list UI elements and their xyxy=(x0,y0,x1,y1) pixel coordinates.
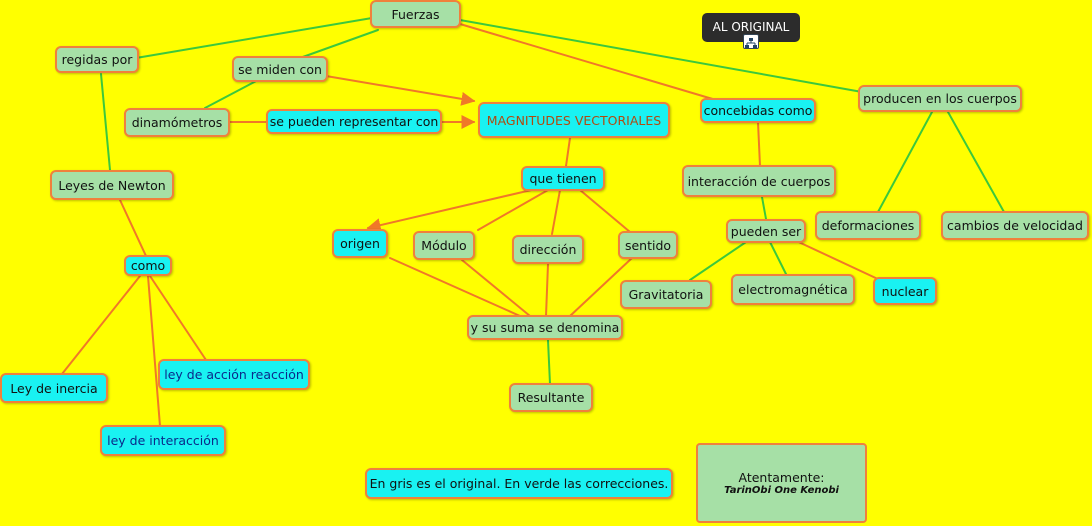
node-como[interactable]: como xyxy=(124,255,172,276)
link-concebidas-interaccion xyxy=(757,121,761,167)
node-se-pueden-representar[interactable]: se pueden representar con xyxy=(266,109,442,134)
node-resultante[interactable]: Resultante xyxy=(509,383,593,412)
link-direccion-suma xyxy=(545,263,549,317)
network-map-icon[interactable] xyxy=(743,34,759,49)
link-como-inercia xyxy=(61,275,141,375)
al-original-label: AL ORIGINAL xyxy=(712,19,790,34)
link-quetienen-modulo xyxy=(477,189,549,231)
node-ley-inercia[interactable]: Ley de inercia xyxy=(0,373,108,403)
node-nuclear[interactable]: nuclear xyxy=(873,277,937,305)
link-como-interaccion xyxy=(147,275,161,427)
link-quetienen-sentido xyxy=(579,189,631,233)
node-ley-interaccion[interactable]: ley de interacción xyxy=(100,425,226,456)
link-quetienen-origen xyxy=(366,187,541,232)
node-pueden-ser[interactable]: pueden ser xyxy=(726,219,806,243)
node-ley-accion-reaccion[interactable]: ley de acción reacción xyxy=(158,359,310,390)
note-correcciones: En gris es el original. En verde las cor… xyxy=(365,468,673,499)
link-pueden-electro xyxy=(769,241,787,275)
signature-greeting: Atentamente: xyxy=(738,470,825,485)
node-dinamometros[interactable]: dinamómetros xyxy=(124,108,230,137)
link-regidas-leyes xyxy=(100,73,111,171)
link-origen-suma xyxy=(389,257,521,317)
node-deformaciones[interactable]: deformaciones xyxy=(815,211,921,240)
link-suma-resultante xyxy=(547,339,551,385)
signature-box: Atentamente: TarinObi One Kenobi xyxy=(696,443,867,523)
link-semiden-magnitudes xyxy=(325,75,476,106)
link-interaccion-pueden xyxy=(761,196,767,220)
node-fuerzas[interactable]: Fuerzas xyxy=(370,0,461,28)
link-semiden-dinam xyxy=(204,79,259,109)
link-magnitudes-quetienen xyxy=(565,137,571,167)
link-modulo-suma xyxy=(461,259,531,317)
node-se-miden-con[interactable]: se miden con xyxy=(232,56,328,82)
node-que-tienen[interactable]: que tienen xyxy=(521,166,605,191)
link-fuerzas-semiden xyxy=(299,29,379,59)
link-como-accion xyxy=(149,275,207,361)
node-electromagnetica[interactable]: electromagnética xyxy=(731,274,855,305)
link-pueden-grav xyxy=(689,241,747,281)
link-leyes-como xyxy=(119,199,147,257)
node-cambios-velocidad[interactable]: cambios de velocidad xyxy=(941,211,1089,240)
link-quetienen-direccion xyxy=(551,189,561,235)
node-gravitatoria[interactable]: Gravitatoria xyxy=(620,280,712,309)
node-interaccion-cuerpos[interactable]: interacción de cuerpos xyxy=(682,165,836,197)
link-fuerzas-producen xyxy=(459,19,863,93)
link-fuerzas-concebidas xyxy=(459,23,717,101)
link-producen-cambios xyxy=(947,111,1005,213)
network-map-icon-glyph xyxy=(745,38,757,48)
node-leyes-newton[interactable]: Leyes de Newton xyxy=(50,170,174,200)
node-direccion[interactable]: dirección xyxy=(512,235,584,264)
node-concebidas-como[interactable]: concebidas como xyxy=(700,98,816,123)
link-producen-deform xyxy=(877,111,933,213)
link-pueden-nuclear xyxy=(789,237,881,281)
node-producen[interactable]: producen en los cuerpos xyxy=(858,85,1022,112)
node-sentido[interactable]: sentido xyxy=(618,231,678,259)
node-regidas-por[interactable]: regidas por xyxy=(55,46,139,73)
signature-author: TarinObi One Kenobi xyxy=(724,485,839,496)
link-sentido-suma xyxy=(569,257,633,317)
node-modulo[interactable]: Módulo xyxy=(413,231,475,260)
link-fuerzas-regidas xyxy=(135,17,373,59)
node-magnitudes-vectoriales[interactable]: MAGNITUDES VECTORIALES xyxy=(478,102,670,138)
node-origen[interactable]: origen xyxy=(332,229,388,258)
al-original-button[interactable]: AL ORIGINAL xyxy=(702,13,800,42)
node-suma[interactable]: y su suma se denomina xyxy=(467,315,623,340)
